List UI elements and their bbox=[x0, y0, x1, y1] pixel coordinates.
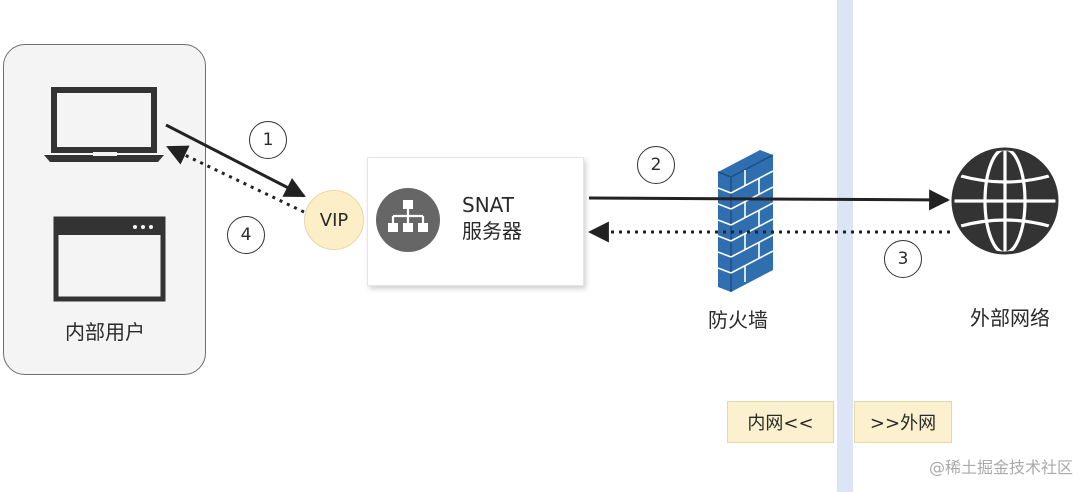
globe-icon bbox=[951, 147, 1059, 255]
snat-label-line1: SNAT bbox=[462, 193, 515, 217]
step-4-marker: 4 bbox=[227, 216, 265, 254]
request-arrow-to-vip bbox=[165, 123, 306, 198]
internal-zone-tag: 内网<< bbox=[727, 401, 834, 443]
zone-boundary bbox=[837, 0, 853, 492]
laptop-icon bbox=[44, 87, 164, 162]
request-arrow-to-internet bbox=[588, 189, 951, 211]
vip-label: VIP bbox=[319, 209, 349, 231]
step-3-marker: 3 bbox=[884, 240, 922, 278]
watermark: @稀土掘金技术社区 bbox=[928, 458, 1073, 477]
snat-server-label: SNAT 服务器 bbox=[462, 192, 522, 244]
snat-label-line2: 服务器 bbox=[462, 219, 522, 243]
step-1-marker: 1 bbox=[249, 121, 287, 159]
external-zone-tag: >>外网 bbox=[854, 401, 952, 443]
external-network-label: 外部网络 bbox=[970, 306, 1050, 330]
internal-users-group bbox=[3, 44, 206, 375]
browser-window-icon bbox=[53, 216, 166, 302]
network-topology-icon bbox=[376, 188, 440, 252]
internal-users-label: 内部用户 bbox=[65, 320, 145, 344]
firewall-label: 防火墙 bbox=[708, 308, 768, 332]
response-arrow-to-laptop bbox=[166, 145, 305, 214]
firewall-icon bbox=[717, 150, 774, 292]
vip-node: VIP bbox=[304, 190, 364, 250]
step-2-marker: 2 bbox=[637, 146, 675, 184]
